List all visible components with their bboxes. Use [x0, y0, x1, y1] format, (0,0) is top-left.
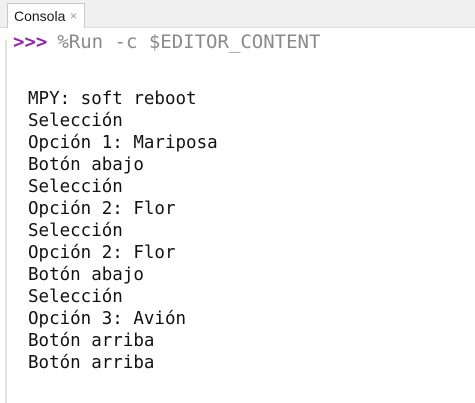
output-line: Opción 3: Avión	[28, 309, 187, 329]
command-line: >>> %Run -c $EDITOR_CONTENT	[13, 30, 320, 54]
output-line: Opción 2: Flor	[28, 243, 176, 263]
tab-bar: Consola ×	[0, 0, 475, 28]
output-line: Selección	[28, 177, 123, 197]
prompt-symbol: >>>	[13, 31, 48, 53]
output-lines: MPY: soft reboot Selección Opción 1: Mar…	[28, 88, 218, 374]
output-line: Botón abajo	[28, 155, 144, 175]
output-line: Selección	[28, 287, 123, 307]
output-line: Selección	[28, 221, 123, 241]
output-line: MPY: soft reboot	[28, 89, 197, 109]
command-text: %Run -c $EDITOR_CONTENT	[57, 31, 321, 53]
output-line: Opción 1: Mariposa	[28, 133, 218, 153]
output-line: Botón arriba	[28, 353, 155, 373]
output-line: Selección	[28, 111, 123, 131]
tab-label: Consola	[14, 8, 66, 24]
console-panel[interactable]: >>> %Run -c $EDITOR_CONTENT MPY: soft re…	[0, 28, 475, 403]
console-left-edge	[5, 40, 7, 403]
output-line: Botón abajo	[28, 265, 144, 285]
output-line: Opción 2: Flor	[28, 199, 176, 219]
output-line: Botón arriba	[28, 331, 155, 351]
tab-consola[interactable]: Consola ×	[7, 3, 85, 28]
close-icon[interactable]: ×	[69, 10, 78, 22]
